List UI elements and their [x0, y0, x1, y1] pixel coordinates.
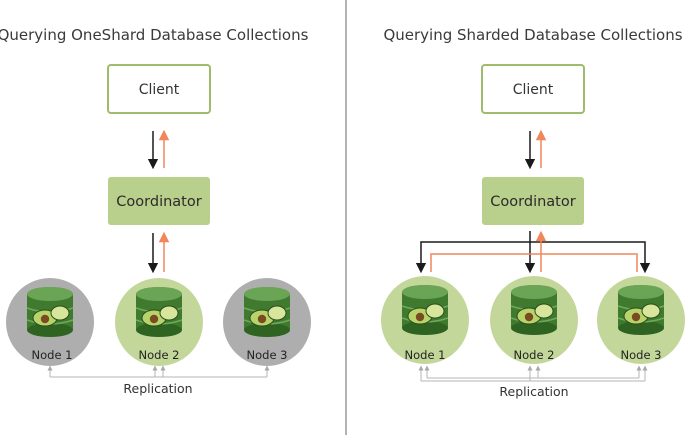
left-node-2: Node 2 [115, 278, 203, 366]
database-cylinder-icon [401, 284, 449, 336]
left-replication-lines [47, 365, 270, 378]
database-cylinder-icon [135, 286, 183, 338]
left-node-1-label: Node 1 [32, 348, 73, 362]
right-response-fanin [430, 230, 638, 272]
right-node-2-label: Node 2 [514, 348, 555, 362]
left-coordinator-box: Coordinator [108, 177, 210, 225]
right-client-label: Client [513, 82, 554, 98]
database-cylinder-icon [243, 286, 291, 338]
right-replication-lines [418, 365, 648, 382]
left-replication-label: Replication [123, 381, 192, 396]
left-client-box: Client [107, 64, 211, 114]
right-coordinator-box: Coordinator [482, 177, 584, 225]
right-node-3: Node 3 [597, 276, 685, 364]
right-coordinator-label: Coordinator [490, 194, 575, 210]
right-node-1-label: Node 1 [405, 348, 446, 362]
left-node-3-label: Node 3 [247, 348, 288, 362]
left-coordinator-label: Coordinator [116, 194, 201, 210]
left-client-label: Client [139, 82, 180, 98]
right-panel: Querying Sharded Database Collections Cl… [381, 26, 685, 399]
database-cylinder-icon [617, 284, 665, 336]
right-node-2: Node 2 [490, 276, 578, 364]
left-panel-title: Querying OneShard Database Collections [0, 26, 309, 44]
right-panel-title: Querying Sharded Database Collections [383, 26, 682, 44]
right-node-3-label: Node 3 [621, 348, 662, 362]
database-cylinder-icon [26, 286, 74, 338]
database-cylinder-icon [510, 284, 558, 336]
left-node-2-label: Node 2 [139, 348, 180, 362]
right-node-1: Node 1 [381, 276, 469, 364]
right-request-fanout [415, 231, 651, 274]
right-client-box: Client [481, 64, 585, 114]
right-replication-label: Replication [499, 384, 568, 399]
left-node-1: Node 1 [6, 278, 94, 366]
left-node-3: Node 3 [223, 278, 311, 366]
left-panel: Querying OneShard Database Collections C… [0, 26, 311, 396]
